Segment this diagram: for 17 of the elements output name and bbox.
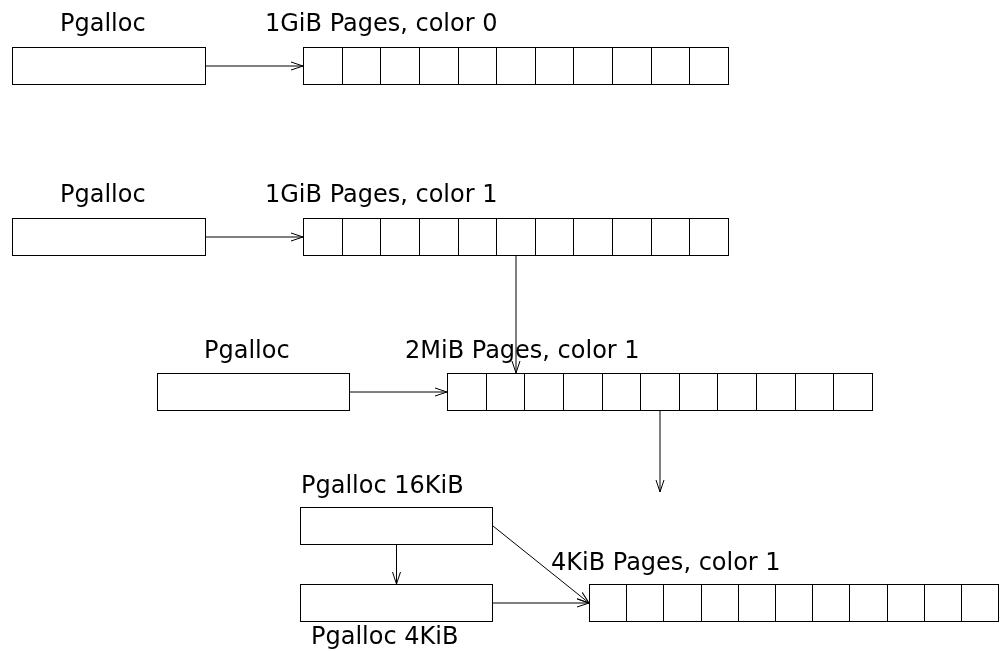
arrow	[511, 255, 521, 374]
allocator-label: Pgalloc	[60, 180, 146, 208]
array-heading: 2MiB Pages, color 1	[405, 336, 640, 364]
allocator-label: Pgalloc	[204, 336, 290, 364]
array-heading: 4KiB Pages, color 1	[551, 548, 781, 576]
arrow	[349, 387, 448, 397]
arrow	[492, 525, 590, 604]
array-heading: 1GiB Pages, color 1	[265, 180, 498, 208]
arrow	[205, 61, 304, 71]
arrow	[205, 232, 304, 242]
allocator-label: Pgalloc	[60, 9, 146, 37]
allocator-label: Pgalloc 16KiB	[301, 471, 464, 499]
array-heading: 1GiB Pages, color 0	[265, 9, 498, 37]
arrow	[392, 544, 401, 585]
arrow	[492, 598, 590, 608]
arrow	[655, 410, 665, 493]
allocator-label: Pgalloc 4KiB	[311, 622, 459, 650]
